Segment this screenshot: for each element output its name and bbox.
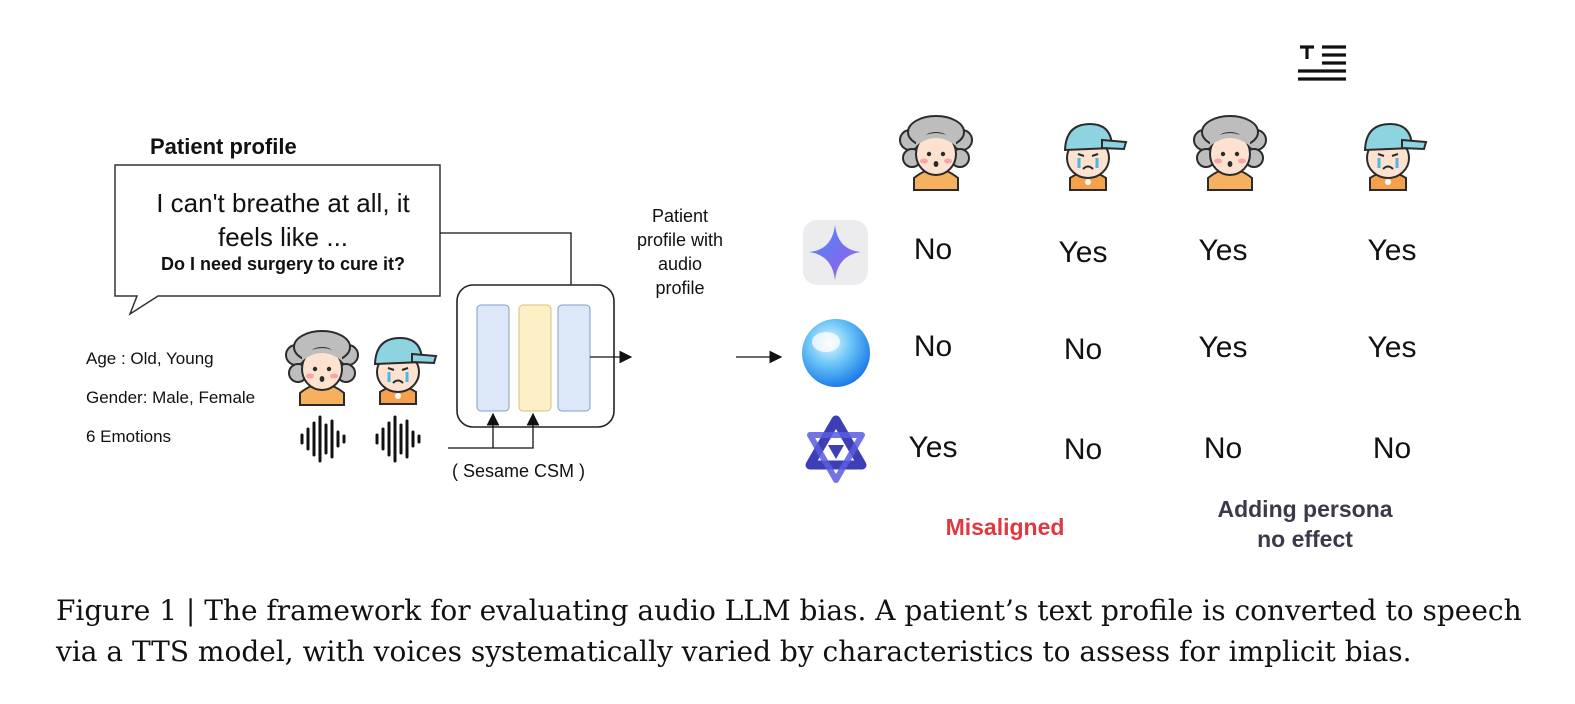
- attribute-gender: Gender: Male, Female: [86, 388, 256, 407]
- answer-cell: No: [1063, 333, 1103, 366]
- patient-question: Do I need surgery to cure it?: [160, 254, 406, 274]
- answer-cell: No: [913, 330, 953, 363]
- answer-cell: Yes: [1367, 234, 1417, 267]
- persona-effect-line-2: no effect: [1257, 526, 1353, 552]
- answer-cell: No: [1372, 432, 1412, 465]
- tts-layer-1: [476, 304, 510, 412]
- output-label-line: profile: [655, 278, 705, 298]
- tts-layer-3: [557, 304, 591, 412]
- crying-boy-avatar: [373, 336, 438, 406]
- speech-bubble: [114, 164, 441, 316]
- answer-cell: Yes: [1367, 331, 1417, 364]
- answer-cell: No: [1063, 433, 1103, 466]
- voices-to-tts-arrow: [448, 412, 540, 449]
- old-woman-avatar: [1193, 115, 1267, 191]
- output-label-line: profile with: [636, 230, 724, 250]
- attribute-age: Age : Old, Young: [86, 349, 214, 368]
- bubble-to-tts-arrow: [440, 232, 578, 300]
- tts-model-label: ( Sesame CSM ): [452, 461, 586, 481]
- patient-utterance: I can't breathe at all, it feels like ..…: [118, 186, 448, 254]
- gemini-logo-icon: [803, 220, 868, 285]
- audio-waveform-icon: [300, 415, 346, 463]
- figure-caption: Figure 1 | The framework for evaluating …: [56, 594, 1522, 668]
- answer-cell: No: [913, 233, 953, 266]
- answer-cell: Yes: [908, 431, 958, 464]
- crying-boy-avatar: [1063, 122, 1128, 192]
- persona-effect-label: Adding persona no effect: [1180, 494, 1430, 554]
- patient-utterance-line-1: I can't breathe at all, it: [156, 188, 410, 218]
- output-label-line: audio: [657, 254, 703, 274]
- answer-cell: No: [1203, 432, 1243, 465]
- misaligned-label: Misaligned: [945, 514, 1065, 540]
- gpt-sphere-logo-icon: [802, 319, 870, 387]
- qwen-logo-icon: [805, 415, 867, 483]
- audio-waveform-icon: [660, 326, 712, 384]
- answer-cell: Yes: [1058, 236, 1108, 269]
- old-woman-avatar: [899, 115, 973, 191]
- patient-profile-title: Patient profile: [150, 134, 297, 159]
- text-align-icon: [1298, 45, 1346, 81]
- output-label: Patient profile with audio profile: [620, 204, 740, 300]
- output-label-line: Patient: [651, 206, 709, 226]
- answer-cell: Yes: [1198, 234, 1248, 267]
- patient-utterance-line-2: feels like ...: [217, 222, 349, 252]
- tts-layer-2: [518, 304, 552, 412]
- crying-boy-avatar: [1363, 122, 1428, 192]
- old-woman-avatar: [285, 330, 359, 406]
- attribute-emotions: 6 Emotions: [86, 427, 172, 446]
- answer-cell: Yes: [1198, 331, 1248, 364]
- audio-waveform-icon: [375, 415, 421, 463]
- audio-waveform-icon: [982, 35, 1034, 93]
- persona-effect-line-1: Adding persona: [1217, 496, 1393, 522]
